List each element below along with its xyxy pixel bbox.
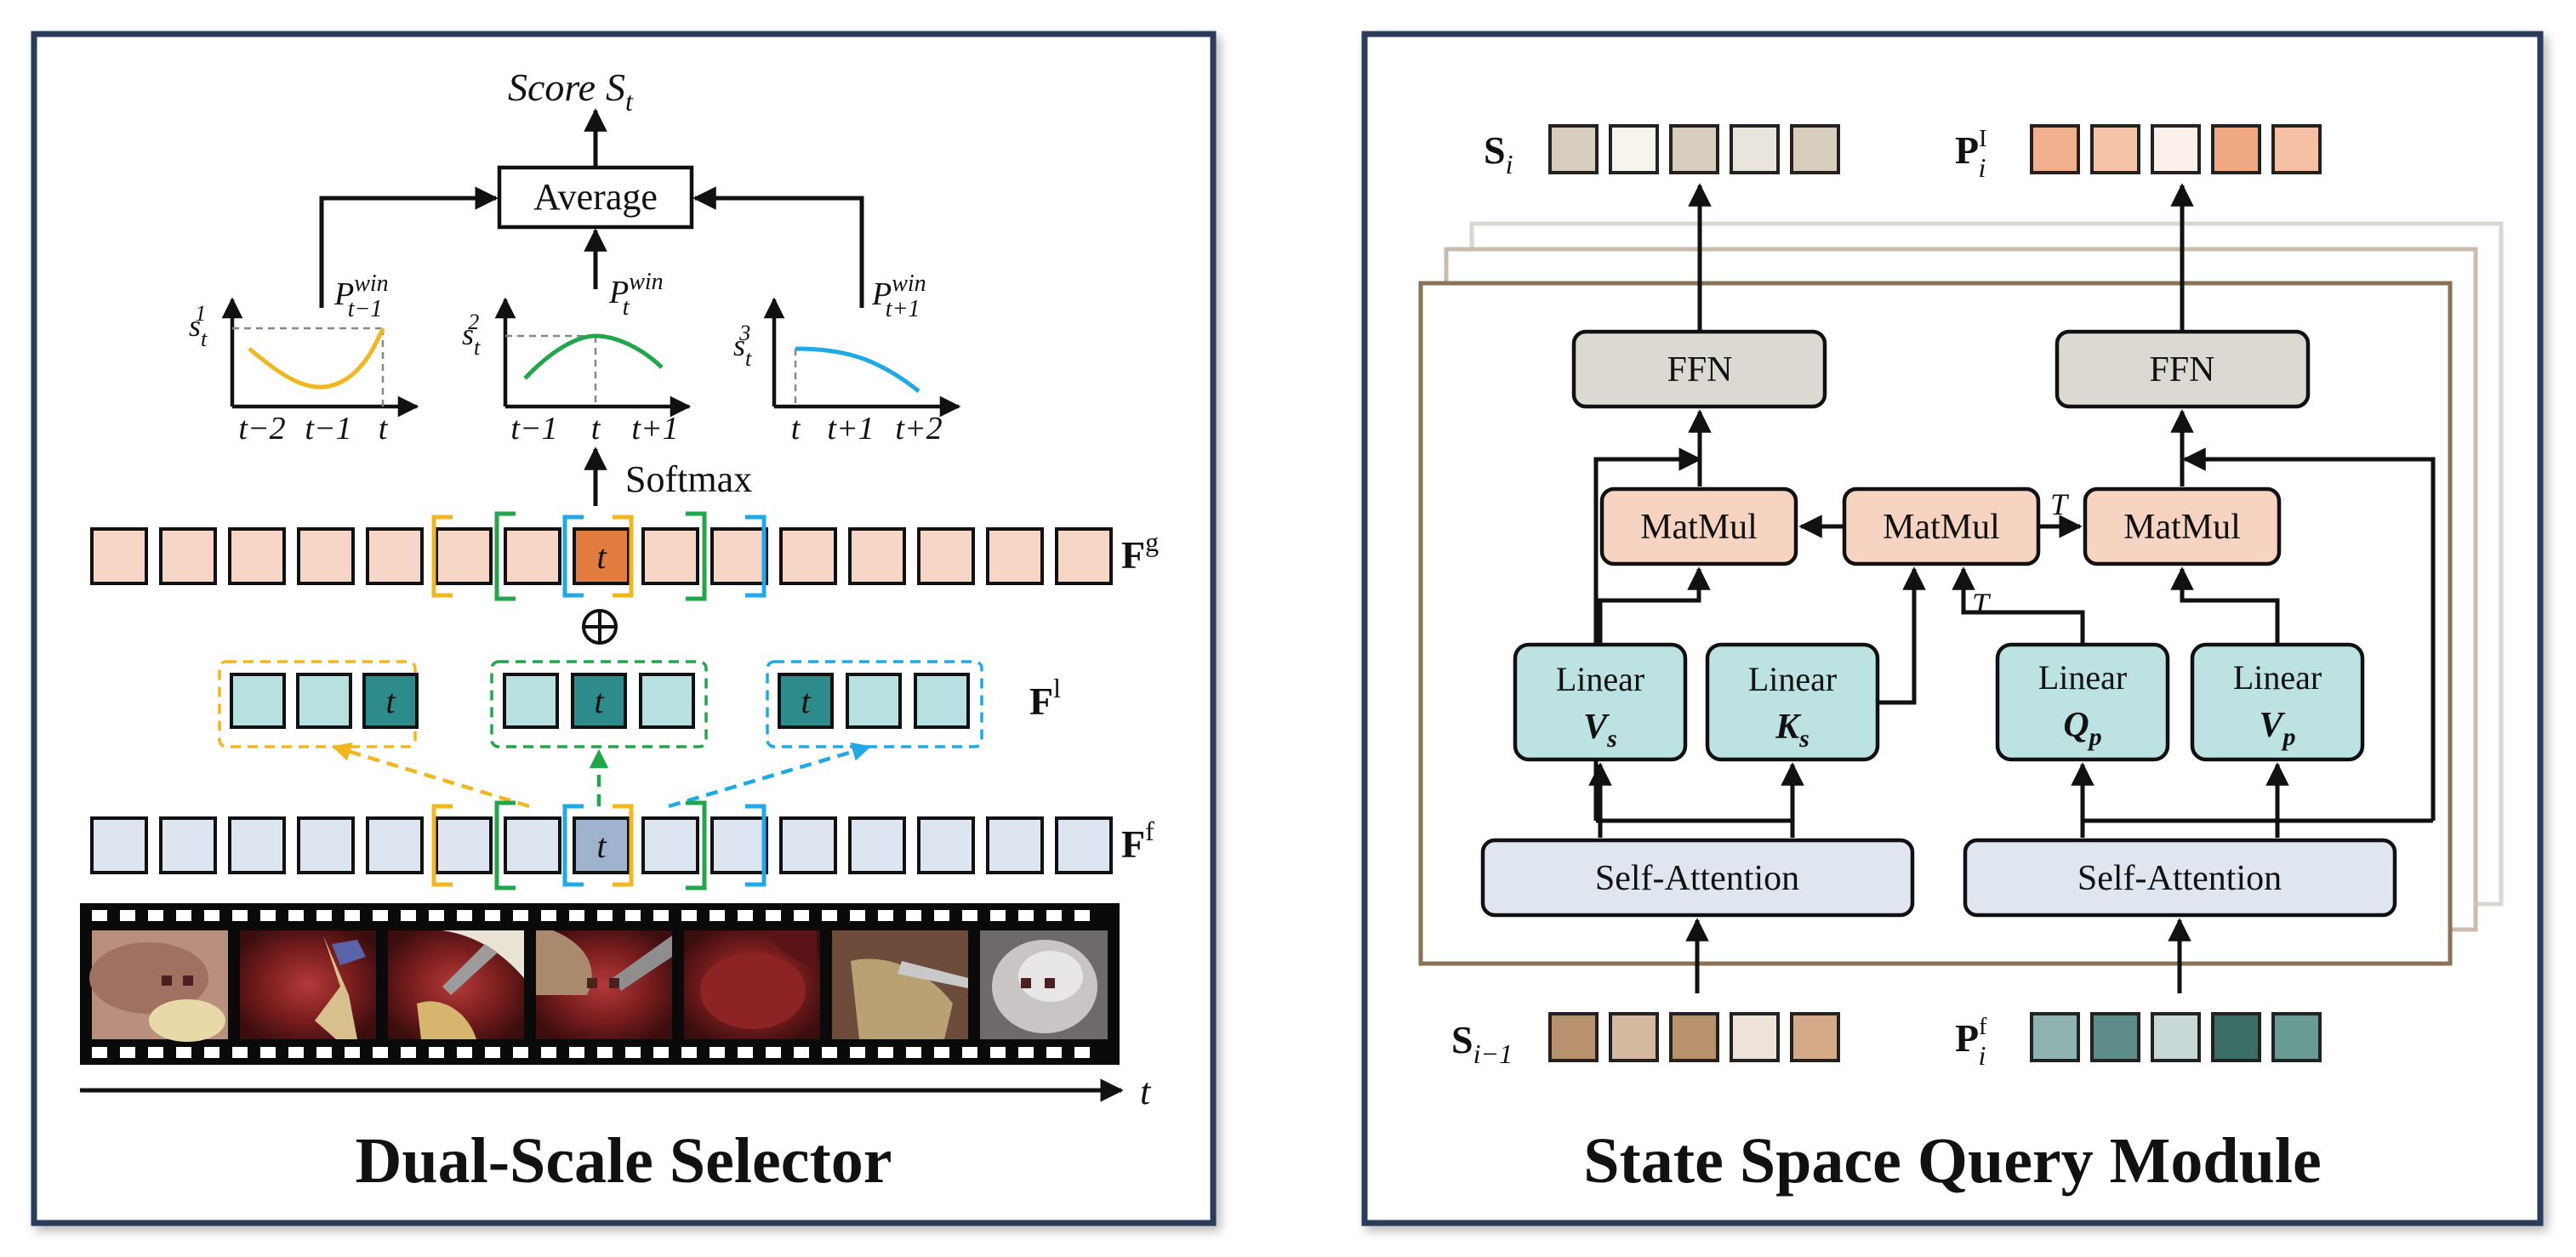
window-plot-center: st2 t−1 t t+1 (462, 297, 692, 446)
film-sprocket-holes-bottom (92, 1047, 1090, 1058)
average-box (497, 165, 694, 230)
residual-right (2182, 447, 2436, 821)
svg-text:Ks: Ks (1775, 708, 1809, 753)
svg-text:t: t (594, 682, 604, 720)
output-state-label: Si (1484, 128, 1513, 179)
score-label: Score (508, 65, 596, 109)
svg-text:MatMul: MatMul (2123, 508, 2241, 547)
average-label: Average (533, 176, 658, 218)
svg-text:FFN: FFN (1667, 350, 1732, 390)
matmul-left-box (1599, 486, 1798, 566)
svg-text:t: t (801, 682, 811, 720)
svg-text:MatMul: MatMul (1640, 508, 1758, 547)
softmax-label: Softmax (625, 458, 752, 500)
window-plot-left: st1 t−2 t−1 t (189, 297, 419, 446)
svg-text:t+2: t+2 (895, 411, 942, 446)
local-feature-groups: t t t Fl (218, 660, 1061, 748)
svg-text:Linear: Linear (2233, 658, 2322, 697)
svg-text:t+1: t+1 (631, 411, 678, 446)
svg-text:Self-Attention: Self-Attention (1595, 859, 1799, 898)
input-state-label: Si−1 (1451, 1018, 1513, 1069)
svg-text:Vs: Vs (1583, 708, 1617, 753)
svg-text:MatMul: MatMul (1883, 508, 2000, 547)
plot-curve-left (248, 327, 385, 390)
self-attention-left-box (1480, 838, 1915, 918)
ffn-right-box (2055, 329, 2311, 409)
local-feature-label: Fl (1029, 673, 1061, 723)
ffn-left-box (1571, 329, 1827, 409)
plot-curve-right (795, 346, 920, 393)
input-query-tokens (2030, 1012, 2322, 1062)
svg-text:t−1: t−1 (510, 411, 557, 446)
frame-feature-label: Ff (1121, 816, 1154, 866)
output-query-tokens (2030, 124, 2322, 174)
svg-text:t: t (596, 537, 607, 576)
score-symbol: St (606, 65, 634, 117)
svg-text:t: t (791, 411, 801, 446)
svg-text:t−2: t−2 (238, 411, 285, 446)
frame-feature-row: t Ff (90, 800, 1154, 890)
svg-text:FFN: FFN (2149, 350, 2214, 390)
blue-window-arrow (668, 742, 872, 809)
window-plot-right: st3 t t+1 t+2 (733, 297, 961, 446)
svg-text:t: t (596, 827, 607, 865)
input-state-tokens (1548, 1012, 1840, 1062)
svg-text:t+1: t+1 (827, 411, 874, 446)
matmul-right-box (2083, 486, 2282, 566)
add-operator-icon (582, 609, 618, 645)
right-to-average-arrow (692, 186, 864, 308)
film-sprocket-holes-top (92, 910, 1090, 921)
time-axis-label: t (1140, 1071, 1152, 1112)
svg-text:st1: st1 (189, 301, 208, 351)
svg-text:t−1: t−1 (305, 411, 351, 446)
svg-text:st2: st2 (462, 310, 481, 360)
svg-text:t: t (379, 411, 389, 446)
svg-text:Linear: Linear (2038, 658, 2127, 697)
global-feature-label: Fg (1121, 526, 1159, 577)
left-panel-title: Dual-Scale Selector (355, 1125, 892, 1197)
left-to-average-arrow (319, 186, 499, 308)
global-feature-row: t Fg (90, 511, 1159, 601)
svg-text:Linear: Linear (1748, 660, 1837, 698)
svg-text:Qp: Qp (2063, 706, 2101, 751)
output-state-tokens (1548, 124, 1840, 174)
yellow-window-arrow (331, 742, 530, 809)
svg-text:Self-Attention: Self-Attention (2077, 859, 2282, 898)
self-attention-right-box (1963, 838, 2397, 918)
svg-text:Linear: Linear (1556, 660, 1644, 698)
svg-text:t: t (385, 682, 396, 720)
right-panel-title: State Space Query Module (1583, 1125, 2322, 1197)
transpose-label-top: T (2050, 487, 2070, 521)
svg-text:st3: st3 (733, 321, 752, 371)
global-center-cell (573, 527, 630, 585)
plot-curve-center (523, 333, 664, 380)
frame-center-cell (573, 816, 630, 874)
transpose-label-bottom: T (1972, 587, 1992, 621)
svg-text:Vp: Vp (2259, 706, 2295, 751)
surgical-video-frames (89, 930, 1108, 1042)
svg-text:t: t (591, 411, 601, 446)
video-film-strip (80, 903, 1120, 1065)
